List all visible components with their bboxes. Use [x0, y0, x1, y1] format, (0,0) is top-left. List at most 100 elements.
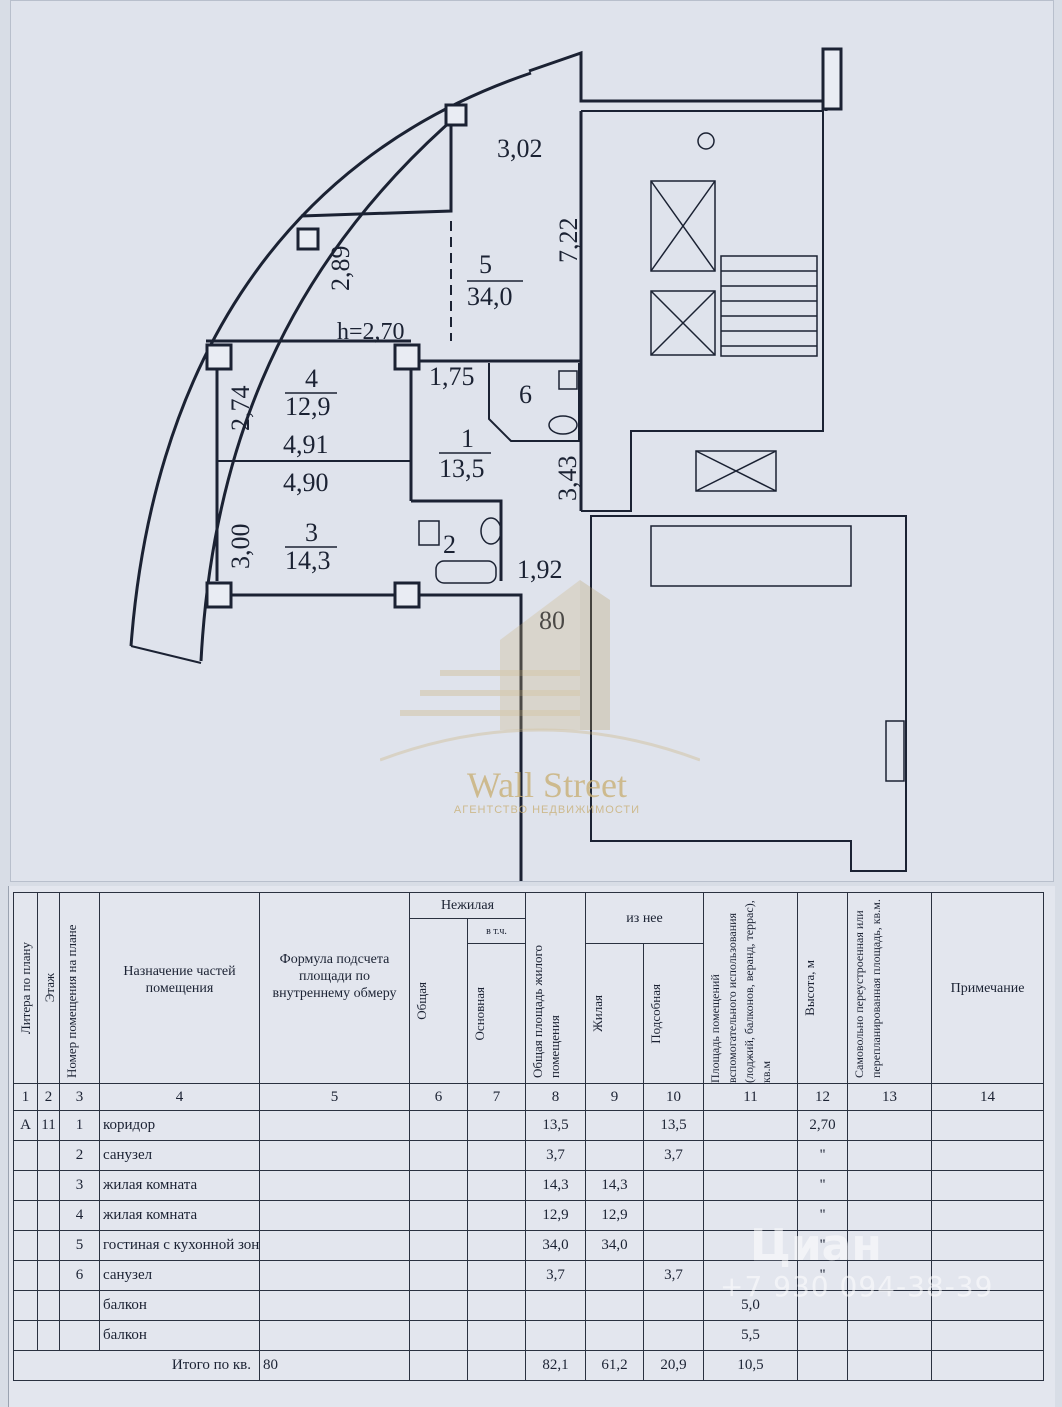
- curved-facade-inner: [199, 119, 452, 662]
- column-number-row: 1 2 3 4 5 6 7 8 9 10 11 12 13 14: [13, 1083, 1045, 1111]
- total-area-cell: 13,5: [525, 1110, 587, 1141]
- room-number-cell: 2: [59, 1140, 100, 1171]
- table-cell: [409, 1350, 468, 1381]
- room-number: 4: [305, 364, 318, 393]
- note-cell: [931, 1230, 1045, 1261]
- floor-cell: [37, 1230, 60, 1261]
- room-number: 1: [461, 424, 474, 453]
- window-icon: [885, 720, 905, 782]
- floor-cell: [37, 1290, 60, 1321]
- storage-block: [650, 525, 852, 587]
- room-area: 14,3: [285, 546, 331, 575]
- header-cell: Номер помещения на плане: [59, 892, 100, 1084]
- shaft-icon: [695, 450, 777, 492]
- sink-icon: [418, 520, 440, 546]
- total-living: 61,2: [585, 1350, 645, 1381]
- unauthorized-area-cell: [847, 1110, 933, 1141]
- note-cell: [931, 1140, 1045, 1171]
- header-text: Основная: [472, 986, 487, 1041]
- column-number: 10: [643, 1083, 705, 1111]
- floor-cell: [37, 1170, 60, 1201]
- table-cell: [847, 1350, 933, 1381]
- dimension-label: 1,75: [429, 362, 475, 391]
- auxiliary-area-cell: [643, 1200, 705, 1231]
- header-text: Примечание: [950, 980, 1025, 996]
- header-cell: Жилая: [585, 943, 645, 1084]
- stair-steps: [721, 270, 817, 347]
- total-auxiliary: 20,9: [643, 1350, 705, 1381]
- header-cell: из нее: [585, 892, 705, 944]
- nonresidential-total-cell: [409, 1230, 468, 1261]
- header-cell: Общая: [409, 918, 468, 1084]
- formula-cell: [259, 1110, 410, 1141]
- nonresidential-total-cell: [409, 1110, 468, 1141]
- room-purpose-cell: гостиная с кухонной зоной: [99, 1230, 260, 1261]
- column-number: 2: [37, 1083, 60, 1111]
- balcony-area-cell: [703, 1170, 799, 1201]
- table-cell: [466, 1350, 527, 1381]
- header-text: Этаж: [42, 973, 57, 1003]
- dimension-label: 2,89: [326, 246, 355, 292]
- living-area-cell: [585, 1140, 645, 1171]
- nonresidential-total-cell: [409, 1140, 468, 1171]
- formula-cell: [259, 1230, 410, 1261]
- column-number: 12: [797, 1083, 849, 1111]
- header-text: Общая площадь жилого помещения: [530, 945, 563, 1078]
- nonresidential-main-cell: [466, 1110, 527, 1141]
- header-row: Литера по плану Этаж Номер помещения на …: [13, 892, 1045, 1084]
- litera-cell: [13, 1200, 38, 1231]
- balcony-area-cell: [703, 1230, 799, 1261]
- column-number: 14: [931, 1083, 1045, 1111]
- column: [205, 343, 233, 371]
- formula-cell: [259, 1290, 410, 1321]
- header-cell: в т.ч.: [466, 918, 527, 944]
- living-area-cell: [585, 1110, 645, 1141]
- dimension-label: 7,22: [554, 218, 583, 264]
- column-number: 3: [59, 1083, 100, 1111]
- height-cell: 2,70: [797, 1110, 849, 1141]
- dimension-label: 3,02: [497, 134, 543, 163]
- total-balcony: 10,5: [703, 1350, 799, 1381]
- nonresidential-total-cell: [409, 1170, 468, 1201]
- watermark-title: Wall Street: [466, 765, 628, 805]
- apartment-number: 80: [539, 606, 565, 635]
- room-number: 6: [519, 380, 532, 409]
- nonresidential-main-cell: [466, 1140, 527, 1171]
- total-area-cell: 34,0: [525, 1230, 587, 1261]
- room-purpose-cell: жилая комната: [99, 1170, 260, 1201]
- living-area-cell: 14,3: [585, 1170, 645, 1201]
- formula-cell: [259, 1170, 410, 1201]
- room-purpose-cell: коридор: [99, 1110, 260, 1141]
- room-purpose-cell: балкон: [99, 1320, 260, 1351]
- total-label-text: Итого по кв.: [171, 1357, 251, 1373]
- header-cell: Назначение частей помещения: [99, 892, 260, 1084]
- litera-cell: [13, 1230, 38, 1261]
- floor-cell: [37, 1200, 60, 1231]
- table-cell: [797, 1350, 849, 1381]
- height-cell: [797, 1320, 849, 1351]
- header-text: в т.ч.: [486, 925, 507, 937]
- header-cell: Высота, м: [797, 892, 849, 1084]
- toilet-icon: [548, 415, 578, 435]
- header-row: Общая в т.ч.: [14, 918, 1044, 1084]
- header-text: Нежилая: [440, 898, 495, 913]
- column: [444, 103, 468, 127]
- note-cell: [931, 1170, 1045, 1201]
- sink-icon: [558, 370, 578, 390]
- header-cell: Примечание: [931, 892, 1045, 1084]
- room-number: 3: [305, 518, 318, 547]
- auxiliary-area-cell: 3,7: [643, 1260, 705, 1291]
- living-area-cell: [585, 1290, 645, 1321]
- header-cell: Литера по плану: [13, 892, 38, 1084]
- column: [393, 343, 421, 371]
- room-number-cell: 3: [59, 1170, 100, 1201]
- formula-cell: [259, 1140, 410, 1171]
- total-area-cell: 3,7: [525, 1260, 587, 1291]
- balcony-area-cell: [703, 1140, 799, 1171]
- formula-cell: [259, 1260, 410, 1291]
- unauthorized-area-cell: [847, 1320, 933, 1351]
